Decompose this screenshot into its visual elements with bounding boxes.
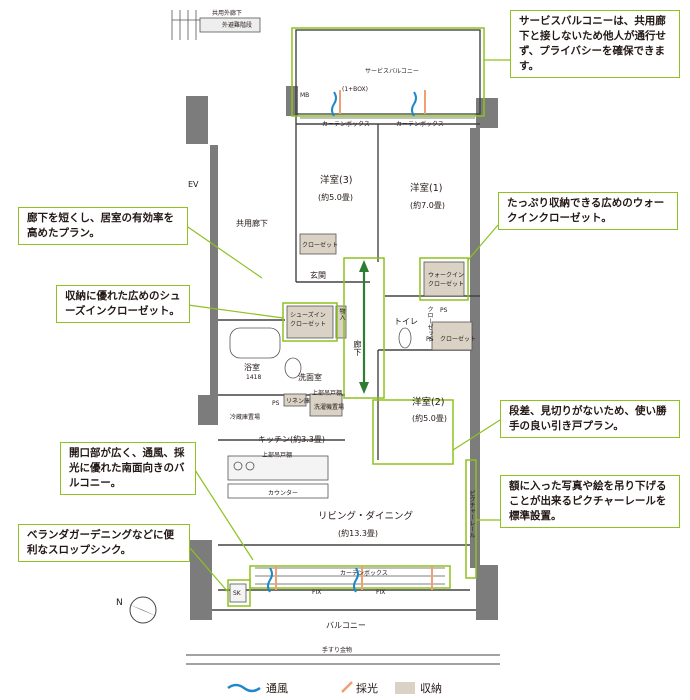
- legend-swatches: [227, 681, 415, 694]
- inner-walls: [212, 29, 481, 611]
- callout-balcony: 開口部が広く、通風、採光に優れた南面向きのバルコニー。: [60, 442, 196, 495]
- kitchen-label: キッチン(約3.3畳): [258, 435, 325, 444]
- western2-size: (約5.0畳): [412, 414, 447, 423]
- washroom-label: 洗面室: [298, 373, 322, 382]
- compass-label: N: [116, 598, 123, 608]
- curtain-box-3: カーテンボックス: [340, 570, 388, 577]
- washer-top-label: 上部吊戸棚: [312, 390, 343, 397]
- fridge-label: 冷蔵庫置場: [230, 414, 261, 421]
- stairs: [171, 10, 261, 40]
- closet3-label: クローゼット: [440, 336, 477, 343]
- windows: [255, 113, 475, 585]
- closet-label: クローゼット: [302, 242, 339, 249]
- sk-label: SK: [233, 590, 241, 597]
- ps-label-3: PS: [272, 400, 280, 407]
- western2-label: 洋室(2): [412, 397, 445, 408]
- balcony-label: バルコニー: [326, 621, 366, 630]
- legend-airflow-label: 通風: [266, 682, 288, 695]
- balcony-outline: [186, 654, 500, 665]
- rail-label: ピクチャーレール: [468, 490, 475, 538]
- shoes-in-label: シューズイン クローゼット: [290, 312, 327, 328]
- walkin-label: ウォークイン クローゼット: [428, 272, 465, 288]
- ac-label: (1+BOX): [342, 86, 368, 93]
- concrete-walls: [186, 86, 498, 620]
- callout-picture-rail: 額に入った写真や絵を吊り下げることが出来るピクチャーレールを標準設置。: [500, 475, 680, 528]
- callout-sink: ベランダガーデニングなどに便利なスロップシンク。: [18, 524, 190, 562]
- storage-areas: [283, 233, 473, 417]
- fire-route-label: 外避難階段: [222, 22, 253, 29]
- washer-label: 洗濯機置場: [314, 404, 345, 411]
- common-hall-label: 共用廊下: [236, 219, 268, 228]
- callout-walkin: たっぷり収納できる広めのウォークインクローゼット。: [498, 192, 678, 230]
- fix-label-2: FIX: [376, 589, 386, 596]
- western1-label: 洋室(1): [410, 183, 443, 194]
- legend-storage: 収納: [420, 680, 442, 696]
- corridor-label: 廊下: [353, 340, 362, 356]
- legend-airflow: 通風: [266, 680, 288, 696]
- kitchen-top-label: 上部吊戸棚: [262, 452, 293, 459]
- western3-size: (約5.0畳): [318, 193, 353, 202]
- fixtures: [227, 327, 412, 603]
- handrail-label: 手すり金物: [322, 647, 353, 654]
- closet2-label: クローゼット: [426, 306, 433, 342]
- corridor-frame: [343, 257, 385, 399]
- bath-label: 浴室: [244, 363, 260, 372]
- bath-size: 1418: [246, 374, 262, 381]
- service-balcony-label: サービスバルコニー: [365, 68, 419, 75]
- curtain-box-2: カーテンボックス: [396, 121, 444, 128]
- callout-shoes: 収納に優れた広めのシューズインクローゼット。: [56, 285, 190, 323]
- western3-label: 洋室(3): [320, 175, 353, 186]
- fix-label-1: FIX: [312, 589, 322, 596]
- top-label: 共用外廊下: [212, 10, 243, 17]
- linen-label: リネン庫: [286, 398, 311, 405]
- western1-size: (約7.0畳): [410, 201, 445, 210]
- living-size: (約13.3畳): [338, 529, 379, 538]
- light-marks: [275, 90, 433, 590]
- ps-label-1: PS: [440, 307, 448, 314]
- entrance-label: 玄関: [310, 271, 326, 280]
- airflow-marks: [267, 91, 417, 593]
- mb-label: MB: [300, 92, 310, 99]
- counter-label: カウンター: [268, 490, 299, 497]
- legend-light-label: 採光: [356, 682, 378, 695]
- callout-hallway: 廊下を短くし、居室の有効率を高めたプラン。: [18, 207, 188, 245]
- compass: [128, 596, 158, 624]
- callout-step: 段差、見切りがないため、使い勝手の良い引き戸プラン。: [500, 400, 680, 438]
- legend-storage-label: 収納: [420, 682, 442, 695]
- callout-frames: [227, 27, 485, 607]
- curtain-box-1: カーテンボックス: [322, 121, 370, 128]
- corridor-arrow: [359, 260, 369, 394]
- toilet-label: トイレ: [394, 317, 418, 326]
- ev-label: EV: [188, 180, 199, 189]
- storage-label: 物入: [338, 308, 345, 320]
- living-label: リビング・ダイニング: [318, 511, 414, 522]
- ps-label-2: PS: [426, 336, 434, 343]
- leader-lines: [184, 59, 510, 593]
- legend-light: 採光: [356, 680, 378, 696]
- callout-service-balcony: サービスバルコニーは、共用廊下と接しないため他人が通行せず、プライバシーを確保で…: [510, 10, 680, 78]
